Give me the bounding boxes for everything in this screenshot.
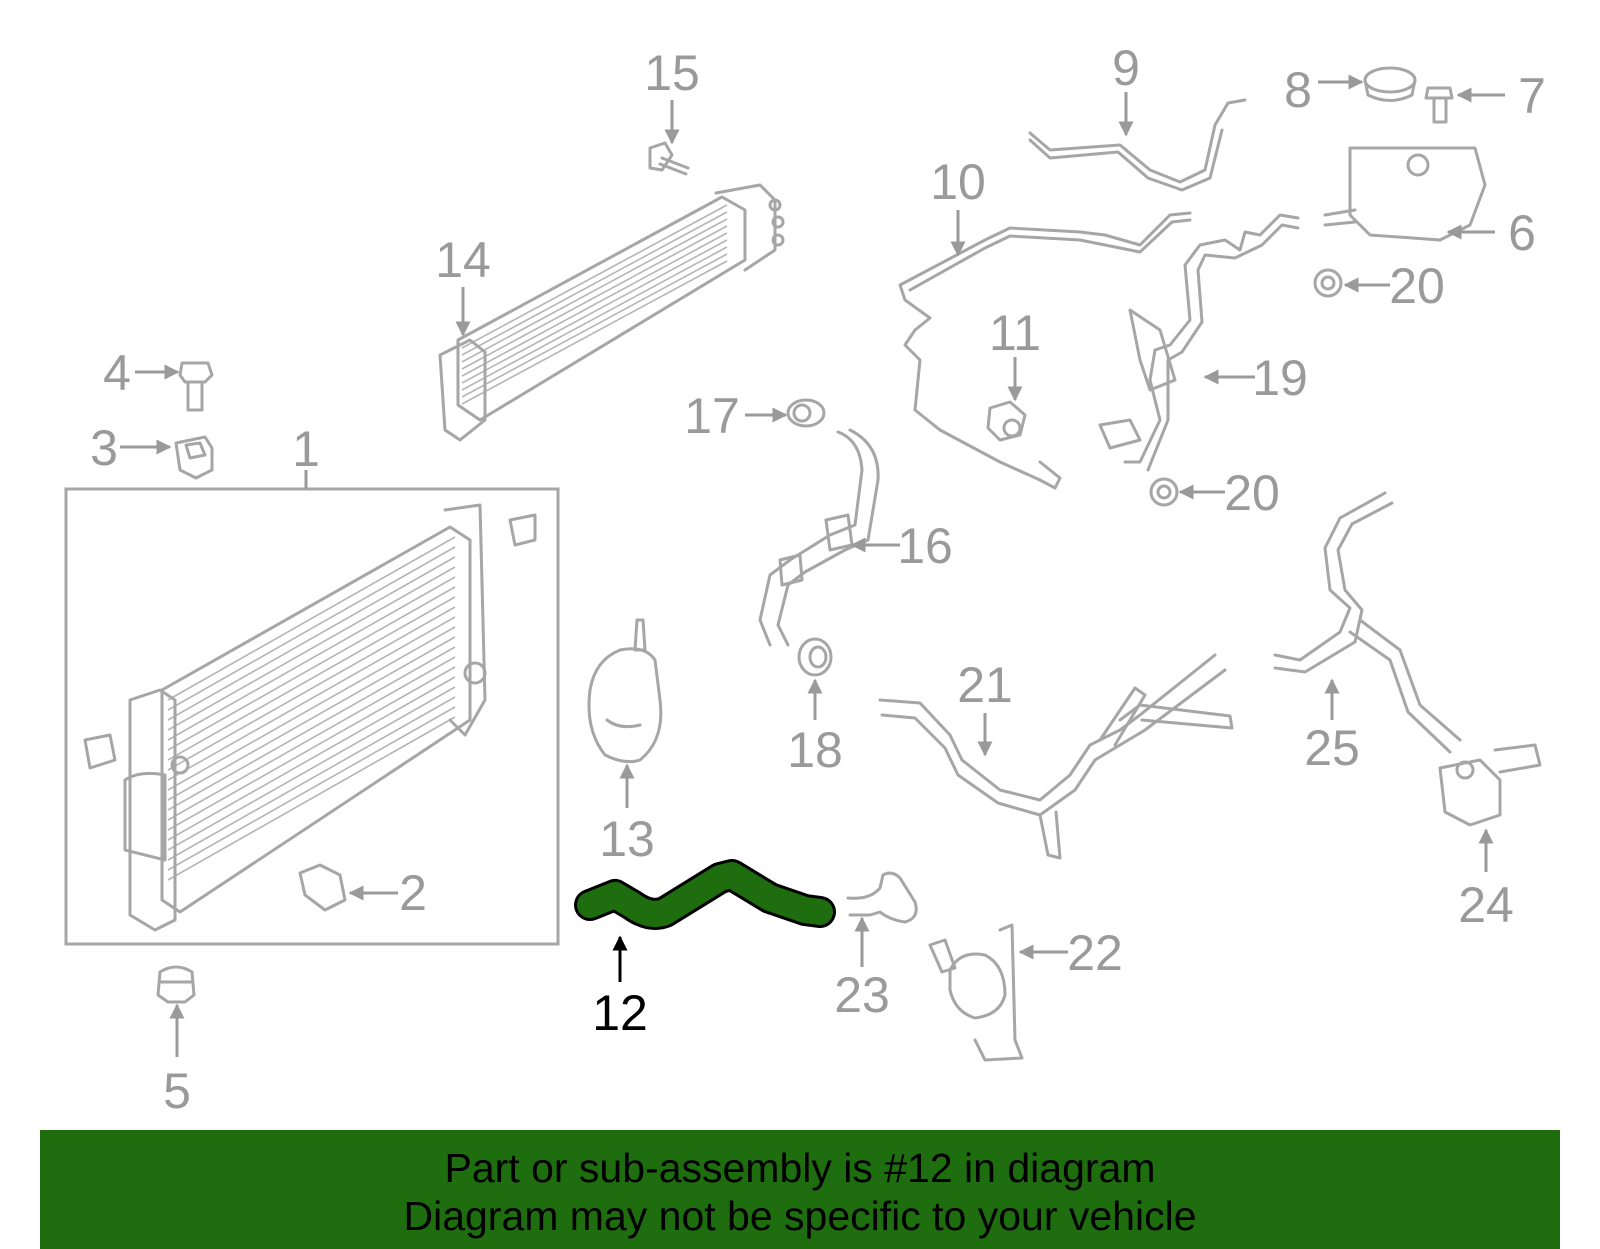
core-fin-line [461,232,728,377]
clip-part-3 [174,435,214,480]
callout-21: 21 [957,657,1013,713]
core-fin-line [167,656,456,821]
core-fin-line [167,706,456,871]
bolt-part-15 [648,141,690,176]
callout-1: 1 [292,421,320,477]
callout-6: 6 [1508,205,1536,261]
core-fin-line [167,546,456,711]
core-fin-line [167,586,456,751]
callout-3: 3 [90,420,118,476]
core-fin-line [167,716,456,881]
footer-line-1: Part or sub-assembly is #12 in diagram [444,1145,1156,1191]
hose-part-12-highlighted[interactable] [574,859,836,930]
mount-part-5 [156,965,196,1004]
harness-part-9 [1028,98,1247,192]
core-fin-line [167,696,456,861]
core-fin-line [461,260,728,405]
core-fin-line [167,566,456,731]
callout-12: 12 [592,985,648,1041]
harness-part-10 [898,211,1192,490]
callout-20-lower: 20 [1224,465,1280,521]
leader-lines [120,74,1505,1057]
radiator-box [64,487,560,946]
valve-part-24 [1438,743,1542,827]
callout-23: 23 [834,967,890,1023]
intercooler-part-14 [438,183,785,442]
valve-part-11 [986,400,1027,442]
callout-25: 25 [1304,720,1360,776]
core-fin-line [461,204,728,349]
core-fin-line [461,225,728,370]
core-fin-line [167,606,456,771]
core-fin-line [167,536,456,701]
hose-part-21 [878,653,1234,860]
core-fin-line [167,616,456,781]
core-fin-line [167,556,456,721]
callout-13: 13 [599,811,655,867]
core-fin-line [167,646,456,811]
core-fin-line [167,636,456,801]
callout-24: 24 [1458,877,1514,933]
callout-19: 19 [1252,350,1308,406]
core-fin-line [461,211,728,356]
reservoir-part-6 [1323,146,1487,242]
callout-18: 18 [787,722,843,778]
callout-2: 2 [399,865,427,921]
callout-5: 5 [163,1063,191,1119]
core-fin-line [167,676,456,841]
core-fin-line [167,576,456,741]
hose-part-19 [1098,213,1300,472]
callout-10: 10 [930,154,986,210]
clamp-part-20b [1149,477,1179,507]
core-fin-line [167,686,456,851]
bolt-part-4 [178,361,214,412]
valve-part-22 [928,923,1024,1062]
callout-14: 14 [435,232,491,288]
hose-part-23 [846,871,918,924]
callout-7: 7 [1518,68,1546,124]
clamp-part-17 [786,398,826,428]
footer-banner: Part or sub-assembly is #12 in diagram D… [40,1130,1560,1249]
callout-11: 11 [989,305,1041,361]
clamp-part-18 [797,637,833,677]
callout-20-upper: 20 [1389,258,1445,314]
callout-labels: 1 2 3 4 5 6 7 8 9 10 11 12 13 14 15 16 1… [90,40,1546,1119]
clamp-part-20a [1313,268,1343,298]
core-fin-line [167,626,456,791]
core-fin-line [461,239,728,384]
hose-part-16 [758,428,880,647]
callout-9: 9 [1112,40,1140,96]
screw-part-7 [1424,86,1454,124]
core-fin-line [167,596,456,761]
core-fin-line [461,218,728,363]
core-fin-line [461,253,728,398]
callout-8: 8 [1284,62,1312,118]
callout-15: 15 [644,45,700,101]
footer-line-2: Diagram may not be specific to your vehi… [403,1193,1197,1239]
hose-part-13 [587,618,663,764]
callout-16: 16 [897,518,953,574]
core-fin-line [167,666,456,831]
callout-4: 4 [103,345,131,401]
cap-part-8 [1363,66,1417,102]
radiator-core [83,503,537,932]
radiator-assembly [64,487,560,946]
callout-17: 17 [684,388,740,444]
core-fin-line [461,246,728,391]
callout-22: 22 [1067,925,1123,981]
hose-part-25 [1273,491,1462,754]
